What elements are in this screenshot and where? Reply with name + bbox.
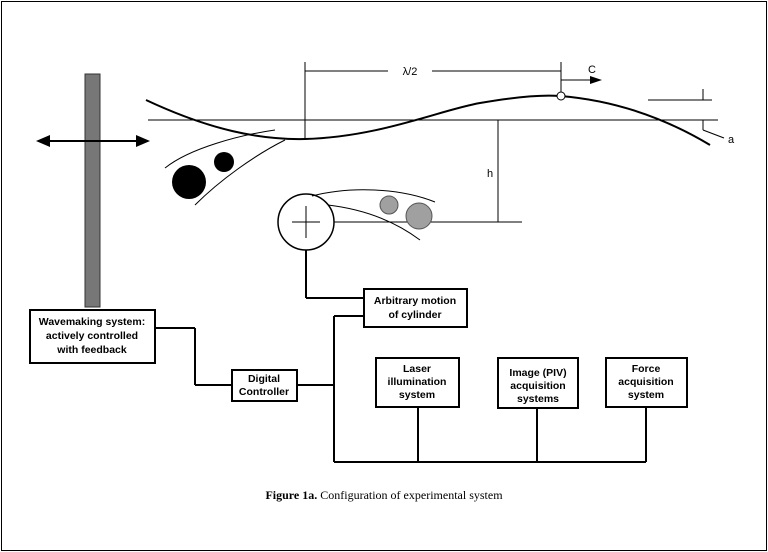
figure-caption: Figure 1a. Configuration of experimental… (265, 488, 503, 502)
digital-controller-box: Digital Controller (231, 369, 298, 402)
amplitude-leader (702, 129, 725, 139)
wake-streakline-upper (311, 189, 436, 203)
wake-streakline-lower (327, 204, 421, 241)
piv-line-2: acquisition (510, 380, 565, 392)
paddle-arrow-right (136, 135, 150, 147)
crest-marker (556, 91, 566, 101)
laser-line-3: system (399, 389, 435, 401)
force-box: Force acquisition system (605, 357, 688, 408)
laser-line-2: illumination (388, 376, 447, 388)
celerity-label: C (588, 64, 596, 76)
motion-line-2: of cylinder (388, 309, 441, 321)
vortex-streakline-lower-left (194, 139, 286, 206)
piv-line-1: Image (PIV) (509, 367, 566, 379)
celerity-arrowhead (590, 76, 602, 84)
depth-label: h (487, 168, 493, 180)
vortex-large-gray (405, 202, 433, 230)
force-line-1: Force (632, 363, 661, 375)
laser-box: Laser illumination system (375, 357, 460, 408)
wavemaker-line-1: Wavemaking system: (39, 316, 145, 328)
amplitude-label: a (728, 134, 735, 146)
vortex-small-dark (214, 152, 234, 172)
piv-box: Image (PIV) acquisition systems (497, 357, 579, 409)
paddle-arrow-left (36, 135, 50, 147)
vortex-large-dark (172, 165, 206, 199)
wavemaker-line-3: with feedback (56, 344, 127, 356)
force-line-3: system (628, 389, 664, 401)
wavelength-label: λ/2 (403, 66, 418, 78)
caption-text: Configuration of experimental system (317, 488, 503, 502)
caption-bold: Figure 1a. (265, 488, 317, 502)
wavemaker-box: Wavemaking system: actively controlled w… (29, 309, 156, 364)
motion-line-1: Arbitrary motion (374, 295, 456, 307)
wavemaker-paddle (84, 73, 101, 308)
arbitrary-motion-box: Arbitrary motion of cylinder (363, 288, 468, 328)
controller-line-2: Controller (239, 386, 289, 398)
piv-line-3: systems (517, 393, 559, 405)
vortex-streakline-upper-left (164, 129, 276, 169)
force-line-2: acquisition (618, 376, 673, 388)
wavemaker-line-2: actively controlled (46, 330, 138, 342)
vortex-small-gray (379, 195, 399, 215)
controller-line-1: Digital (248, 373, 280, 385)
laser-line-1: Laser (403, 363, 431, 375)
wave-profile (145, 94, 711, 146)
